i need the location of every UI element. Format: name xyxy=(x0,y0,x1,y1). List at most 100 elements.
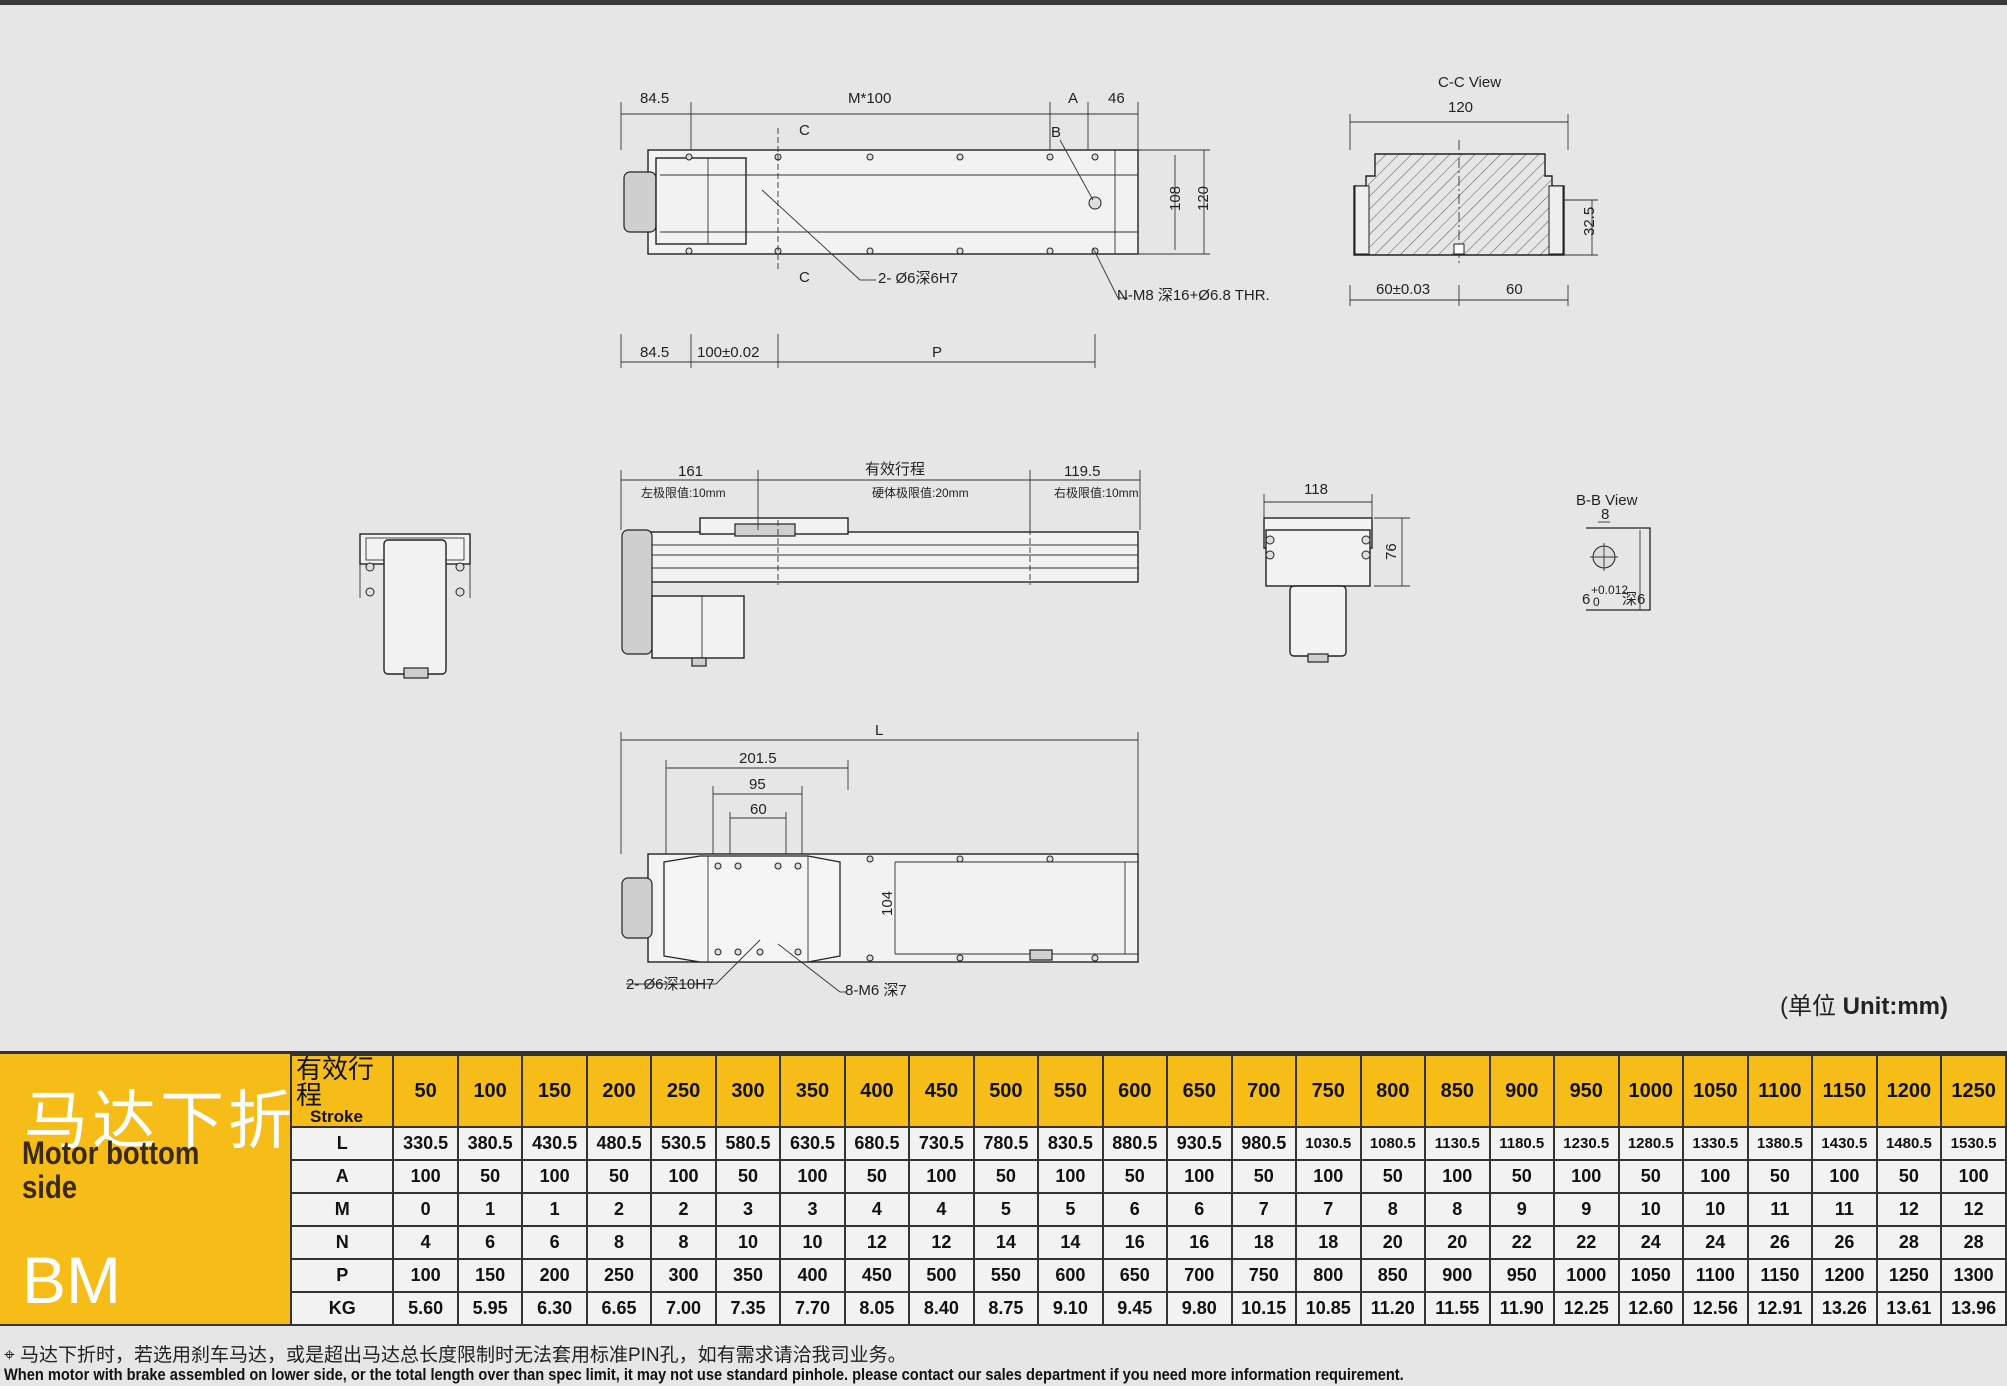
spec-cell: 4 xyxy=(843,1192,911,1227)
spec-row-label: N xyxy=(289,1225,395,1260)
spec-row-label: P xyxy=(289,1258,395,1293)
stroke-value: 600 xyxy=(1101,1054,1169,1128)
spec-cell: 830.5 xyxy=(1037,1126,1104,1161)
spec-cell: 1150 xyxy=(1746,1258,1814,1293)
spec-cell: 1180.5 xyxy=(1488,1126,1555,1161)
spec-cell: 6 xyxy=(1101,1192,1169,1227)
spec-cell: 1200 xyxy=(1811,1258,1878,1293)
dim-120: 120 xyxy=(1195,186,1212,211)
spec-cell: 8 xyxy=(585,1225,653,1260)
spec-cell: 300 xyxy=(650,1258,717,1293)
spec-cell: 11 xyxy=(1811,1192,1878,1227)
spec-cell: 6 xyxy=(1166,1192,1233,1227)
stroke-value: 100 xyxy=(456,1054,524,1128)
spec-cell: 11.55 xyxy=(1424,1291,1491,1326)
stroke-value: 350 xyxy=(779,1054,846,1128)
spec-cell: 1 xyxy=(521,1192,588,1227)
bb-dim-depth: 深6 xyxy=(1622,591,1645,608)
spec-cell: 24 xyxy=(1617,1225,1685,1260)
stroke-value: 1100 xyxy=(1746,1054,1814,1128)
side-dim-119-5: 119.5 xyxy=(1064,463,1100,480)
stroke-value: 450 xyxy=(908,1054,975,1128)
spec-cell: 12 xyxy=(1940,1192,2007,1227)
spec-cell: 12.25 xyxy=(1552,1291,1620,1326)
spec-cell: 980.5 xyxy=(1230,1126,1297,1161)
spec-row-label: M xyxy=(289,1192,395,1227)
spec-cell: 680.5 xyxy=(843,1126,911,1161)
spec-cell: 12 xyxy=(1875,1192,1943,1227)
stroke-value: 50 xyxy=(392,1054,459,1128)
side-dim-161: 161 xyxy=(678,463,703,480)
spec-cell: 1 xyxy=(456,1192,524,1227)
spec-cell: 1050 xyxy=(1617,1258,1685,1293)
dim-m-100: M*100 xyxy=(848,90,891,107)
bottom-dim-95: 95 xyxy=(749,776,766,793)
spec-cell: 1380.5 xyxy=(1746,1126,1814,1161)
stroke-value: 750 xyxy=(1294,1054,1362,1128)
label-c-top: C xyxy=(799,122,810,139)
stroke-value: 1150 xyxy=(1811,1054,1878,1128)
spec-cell: 26 xyxy=(1746,1225,1814,1260)
spec-cell: 100 xyxy=(779,1159,846,1194)
spec-cell: 100 xyxy=(1294,1159,1362,1194)
spec-cell: 100 xyxy=(650,1159,717,1194)
spec-cell: 13.26 xyxy=(1811,1291,1878,1326)
spec-cell: 7.35 xyxy=(714,1291,782,1326)
dim-100-tol: 100±0.02 xyxy=(697,344,759,361)
spec-cell: 430.5 xyxy=(521,1126,588,1161)
bottom-view: L 201.5 95 60 104 2- Ø6深10H7 8-M6 深7 xyxy=(620,722,1139,999)
dim-108: 108 xyxy=(1167,186,1184,211)
dim-84-5-bottom: 84.5 xyxy=(640,344,669,361)
bottom-dim-104: 104 xyxy=(879,891,896,916)
dim-pin-hole: 2- Ø6深6H7 xyxy=(878,270,958,287)
spec-cell: 780.5 xyxy=(972,1126,1040,1161)
spec-cell: 100 xyxy=(908,1159,975,1194)
spec-cell: 1030.5 xyxy=(1294,1126,1362,1161)
spec-cell: 100 xyxy=(1811,1159,1878,1194)
spec-cell: 9.10 xyxy=(1037,1291,1104,1326)
spec-cell: 8 xyxy=(1359,1192,1427,1227)
bb-dim-8: 8 xyxy=(1601,506,1609,523)
spec-cell: 50 xyxy=(1488,1159,1555,1194)
spec-cell: 100 xyxy=(1552,1159,1620,1194)
spec-cell: 50 xyxy=(1875,1159,1943,1194)
spec-cell: 100 xyxy=(1682,1159,1749,1194)
spec-cell: 1000 xyxy=(1552,1258,1620,1293)
spec-cell: 9.80 xyxy=(1166,1291,1233,1326)
stroke-value: 850 xyxy=(1424,1054,1491,1128)
spec-cell: 28 xyxy=(1875,1225,1943,1260)
end-dim-118: 118 xyxy=(1304,481,1328,498)
stroke-header-cn: 有效行程 xyxy=(296,1054,375,1110)
spec-cell: 100 xyxy=(1424,1159,1491,1194)
spec-cell: 3 xyxy=(779,1192,846,1227)
side-right-limit: 右极限值:10mm xyxy=(1054,485,1139,500)
bottom-mount-holes: 8-M6 深7 xyxy=(845,982,907,999)
top-view: 84.5 M*100 A 46 B C C 108 120 2- Ø6深6H7 … xyxy=(620,90,1270,368)
spec-cell: 22 xyxy=(1552,1225,1620,1260)
spec-cell: 400 xyxy=(779,1258,846,1293)
cc-dim-60: 60 xyxy=(1506,281,1523,298)
dim-84-5: 84.5 xyxy=(640,90,669,107)
spec-cell: 5 xyxy=(1037,1192,1104,1227)
bottom-dim-l: L xyxy=(875,722,883,739)
bottom-dim-201-5: 201.5 xyxy=(739,750,777,767)
dim-a: A xyxy=(1068,90,1078,107)
spec-cell: 8 xyxy=(1424,1192,1491,1227)
spec-cell: 500 xyxy=(908,1258,975,1293)
bottom-pin-hole: 2- Ø6深10H7 xyxy=(626,976,714,993)
spec-cell: 16 xyxy=(1166,1225,1233,1260)
spec-cell: 12 xyxy=(908,1225,975,1260)
spec-cell: 50 xyxy=(972,1159,1040,1194)
spec-cell: 800 xyxy=(1294,1258,1362,1293)
spec-cell: 730.5 xyxy=(908,1126,975,1161)
section-bb: B-B View 8 6 0 +0.012 深6 xyxy=(1576,492,1651,611)
spec-cell: 22 xyxy=(1488,1225,1555,1260)
spec-cell: 10.15 xyxy=(1230,1291,1297,1326)
stroke-value: 550 xyxy=(1037,1054,1104,1128)
stroke-value: 800 xyxy=(1359,1054,1427,1128)
spec-cell: 7.00 xyxy=(650,1291,717,1326)
spec-cell: 9 xyxy=(1488,1192,1555,1227)
left-end-view xyxy=(359,533,471,679)
spec-cell: 26 xyxy=(1811,1225,1878,1260)
spec-cell: 50 xyxy=(1359,1159,1427,1194)
